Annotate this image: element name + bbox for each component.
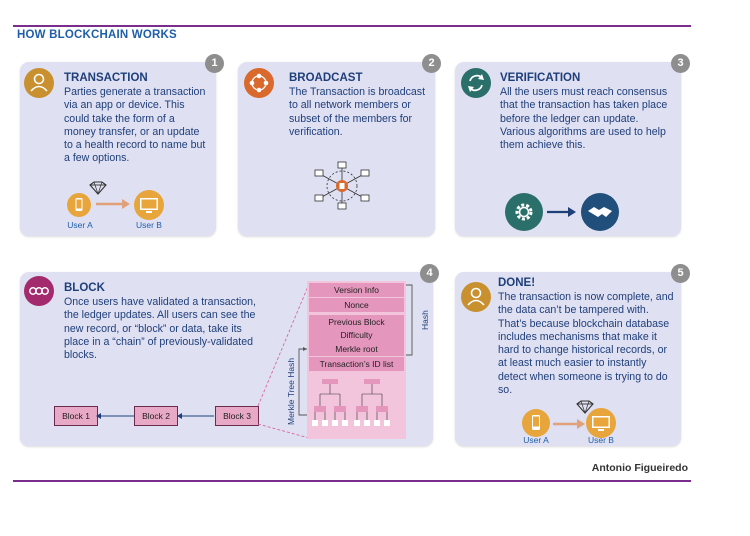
merkle-label: Merkle Tree Hash [286,357,296,425]
panel-done: DONE! The transaction is now complete, a… [455,264,690,446]
network-icon [244,68,274,98]
panel-title: TRANSACTION [64,72,148,84]
monitor-icon [134,190,164,220]
diamond-icon [576,400,594,414]
user-icon [24,68,54,98]
panel-title: DONE! [498,277,536,289]
header-field: Merkle root [309,342,404,356]
panel-title: BROADCAST [289,72,363,84]
hash-label: Hash [420,310,430,330]
panel-text: The transaction is now complete, and the… [498,291,674,397]
step-badge: 1 [205,54,224,73]
handshake-icon [581,193,619,231]
phone-icon [522,409,550,437]
merkle-bracket [298,347,307,416]
user-a-label: User A [67,220,93,230]
step-badge: 5 [671,264,690,283]
arrow-icon [547,207,576,217]
link-icon [24,276,54,306]
panel-broadcast: BROADCAST The Transaction is broadcast t… [238,54,441,236]
user-b-label: User B [588,435,614,445]
bottom-rule [13,480,691,482]
phone-icon [67,193,91,217]
user-a-label: User A [523,435,549,445]
author-credit: Antonio Figueiredo [591,462,688,474]
panel-title: VERIFICATION [500,72,581,84]
monitor-icon [586,408,616,438]
step-badge: 2 [422,54,441,73]
gear-icon [505,193,543,231]
arrow-icon [553,419,585,429]
user-b-label: User B [136,220,162,230]
arrow-icon [96,199,130,209]
panel-text: All the users must reach consensus that … [500,86,668,152]
user-icon [461,282,491,312]
chain-arrows [96,413,214,419]
header-field: Difficulty [309,328,404,342]
diamond-icon [89,181,107,195]
page-title: HOW BLOCKCHAIN WORKS [17,29,177,41]
panel-title: BLOCK [64,282,105,294]
header-field: Previous Block [309,315,404,329]
panel-text: Once users have validated a transaction,… [64,296,256,362]
step-badge: 3 [671,54,690,73]
panel-transaction: TRANSACTION Parties generate a transacti… [20,54,224,236]
chain-block: Block 3 [215,406,259,426]
zoom-lines [257,283,310,439]
refresh-icon [461,68,491,98]
step-badge: 4 [420,264,439,283]
panel-verification: VERIFICATION All the users must reach co… [455,54,690,236]
merkle-tree-icon [312,379,390,426]
top-rule [13,25,691,27]
tx-list-label: Transaction’s ID list [309,357,404,371]
broadcast-network-icon [314,161,370,210]
hash-bracket [406,284,413,356]
header-field: Version Info [309,283,404,297]
header-field: Nonce [309,298,404,312]
panel-text: Parties generate a transaction via an ap… [64,86,206,165]
panel-text: The Transaction is broadcast to all netw… [289,86,426,138]
chain-block: Block 1 [54,406,98,426]
